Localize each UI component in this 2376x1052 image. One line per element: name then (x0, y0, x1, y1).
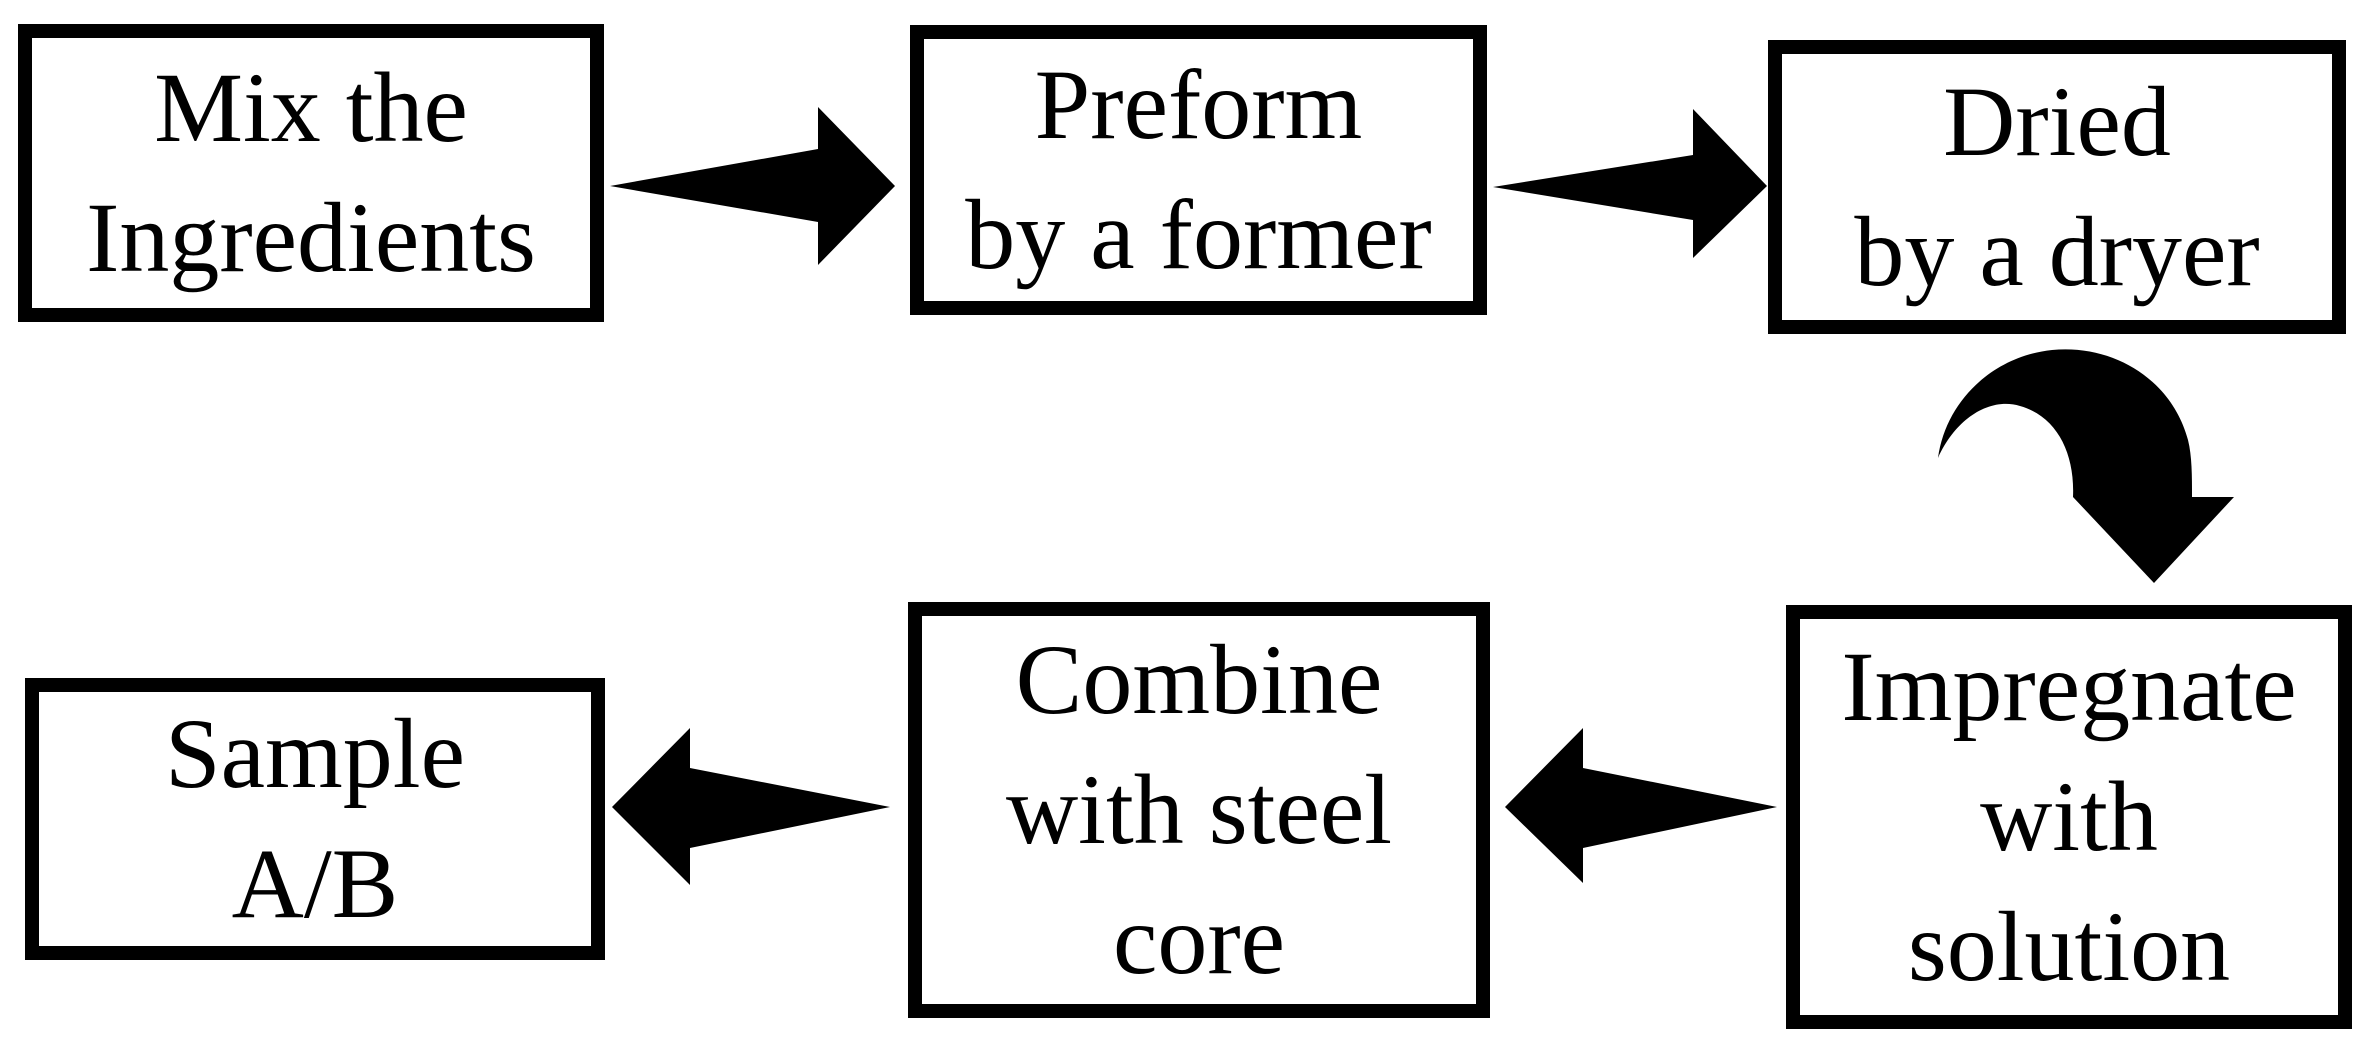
flow-step-label-line: by a dryer (1854, 196, 2260, 307)
flow-step-label-line: Mix the (154, 52, 468, 163)
flow-step-label-line: A/B (231, 828, 399, 939)
flow-step-dried-by-dryer: Dried by a dryer (1768, 40, 2346, 334)
flow-step-mix-ingredients: Mix the Ingredients (18, 24, 604, 322)
flow-step-preform-by-former: Preform by a former (910, 25, 1487, 315)
flow-step-label-line: Impregnate (1841, 631, 2297, 742)
arrow-combine-to-sample-icon (612, 728, 890, 885)
flow-step-label-line: Sample (165, 698, 465, 809)
flow-step-label-line: with steel (1005, 754, 1393, 865)
flow-step-label-line: with (1980, 761, 2158, 872)
flow-step-combine-with-steel-core: Combine with steel core (908, 602, 1490, 1018)
arrow-preform-to-dried-icon (1493, 109, 1767, 258)
flow-step-label-line: Preform (1034, 49, 1363, 160)
flow-step-label-line: Combine (1015, 624, 1383, 735)
flow-step-label-line: Dried (1943, 66, 2171, 177)
arrow-dried-to-impregnate-curved-icon (1938, 349, 2234, 583)
arrow-mix-to-preform-icon (610, 107, 895, 265)
flow-step-impregnate-with-solution: Impregnate with solution (1786, 605, 2352, 1029)
flow-step-label-line: core (1112, 884, 1286, 995)
flow-step-label-line: Ingredients (86, 182, 536, 293)
flow-step-sample-ab: Sample A/B (25, 678, 605, 960)
arrow-impregnate-to-combine-icon (1505, 728, 1777, 883)
flow-step-label-line: by a former (965, 179, 1432, 290)
flow-step-label-line: solution (1907, 891, 2231, 1002)
